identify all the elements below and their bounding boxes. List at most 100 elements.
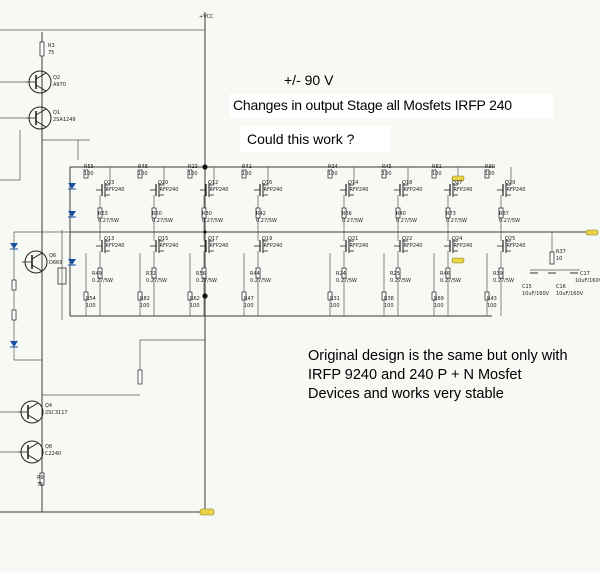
bias-diode-upper — [10, 243, 18, 249]
lower-source-resistor-4 — [255, 267, 261, 279]
upper-mosfet-label-7: Q27 — [452, 180, 462, 186]
lower-gate-res-label-7: R89 — [434, 296, 444, 302]
lower-source-res-label-4: R44 — [250, 271, 260, 277]
r37-resistor — [549, 251, 555, 265]
changes-note: Changes in output Stage all Mosfets IRFP… — [233, 97, 512, 113]
c17-value: 10uF/160V — [575, 278, 600, 284]
lower-source-res-value-7: 0.27/5W — [440, 278, 461, 284]
lower-gate-res-value-3: 100 — [190, 303, 200, 309]
upper-gate-res-label-2: R48 — [138, 164, 148, 170]
upper-gate-res-value-1: 100 — [84, 171, 94, 177]
lower-gate-res-label-4: R47 — [244, 296, 254, 302]
upper-source-res-label-7: R73 — [446, 211, 456, 217]
upper-source-res-value-7: 0.27/5W — [446, 218, 467, 224]
c17-label: C17 — [580, 271, 590, 277]
gate-resistor-lower-7 — [431, 291, 437, 301]
upper-source-res-value-3: 0.27/5W — [202, 218, 223, 224]
upper-source-res-label-2: R50 — [152, 211, 162, 217]
lower-source-res-value-2: 0.27/5W — [146, 278, 167, 284]
upper-mosfet-label-2: Q20 — [158, 180, 168, 186]
original-note-line1: Original design is the same but only wit… — [308, 348, 568, 364]
upper-gate-res-value-8: 100 — [485, 171, 495, 177]
q1-label: Q1 — [53, 110, 60, 116]
upper-source-res-value-4: 0.27/5W — [256, 218, 277, 224]
upper-gate-res-value-3: 100 — [188, 171, 198, 177]
lower-gate-res-value-8: 100 — [487, 303, 497, 309]
gate-resistor-upper-7 — [431, 169, 437, 179]
bias-diode-lower — [10, 341, 18, 347]
lower-gate-res-label-5: R31 — [330, 296, 340, 302]
lower-mosfet-type-3: IRFP240 — [208, 243, 228, 249]
gate-resistor-lower-1 — [83, 291, 89, 301]
upper-source-res-value-1: 0.27/5W — [98, 218, 119, 224]
gate-resistor-lower-6 — [381, 291, 387, 301]
upper-mosfet-type-8: IRFP240 — [505, 187, 525, 193]
r9-value: 75 — [37, 482, 43, 488]
output-diode-2 — [68, 211, 76, 217]
bottom-connector — [199, 508, 215, 516]
gate-resistor-upper-1 — [83, 169, 89, 179]
upper-source-res-label-1: R63 — [98, 211, 108, 217]
upper-mosfet-label-3: Q12 — [208, 180, 218, 186]
gate-resistor-upper-4 — [241, 169, 247, 179]
c15-value: 10uF/160V — [522, 291, 550, 297]
q8-label: Q8 — [45, 444, 52, 450]
upper-source-resistor-7 — [445, 207, 451, 219]
upper-source-res-value-6: 0.27/5W — [396, 218, 417, 224]
upper-source-res-label-4: R42 — [256, 211, 266, 217]
upper-mosfet-label-1: Q23 — [104, 180, 114, 186]
gate-resistor-upper-5 — [327, 169, 333, 179]
gate-resistor-lower-5 — [327, 291, 333, 301]
lower-gate-res-label-1: R54 — [86, 296, 96, 302]
r3-resistor — [39, 41, 45, 57]
lower-source-res-label-2: R72 — [146, 271, 156, 277]
lower-gate-res-label-3: R62 — [190, 296, 200, 302]
lower-mosfet-label-2: Q15 — [158, 236, 168, 242]
lower-source-resistor-5 — [341, 267, 347, 279]
lower-mosfet-type-2: IRFP240 — [158, 243, 178, 249]
r9-resistor — [39, 472, 45, 486]
upper-source-resistor-8 — [498, 207, 504, 219]
lower-connector — [451, 257, 465, 264]
lower-mosfet-type-6: IRFP240 — [402, 243, 422, 249]
output-connector — [585, 229, 599, 236]
lower-source-resistor-7 — [445, 267, 451, 279]
wires — [0, 12, 595, 513]
upper-gate-res-value-7: 100 — [432, 171, 442, 177]
lower-gate-res-label-2: R82 — [140, 296, 150, 302]
lower-gate-res-value-2: 100 — [140, 303, 150, 309]
upper-gate-res-label-1: R55 — [84, 164, 94, 170]
q4-transistor-collector — [27, 402, 39, 410]
lower-source-resistor-1 — [97, 267, 103, 279]
c16-label: C16 — [556, 284, 566, 290]
upper-source-res-label-8: R87 — [499, 211, 509, 217]
lower-gate-res-value-4: 100 — [244, 303, 254, 309]
q8-transistor-collector — [27, 442, 39, 450]
output-diode-3 — [68, 259, 76, 265]
original-note-line3: Devices and works very stable — [308, 386, 504, 402]
upper-mosfet-type-6: IRFP240 — [402, 187, 422, 193]
upper-mosfet-type-4: IRFP240 — [262, 187, 282, 193]
r37-value: 10 — [556, 256, 562, 262]
lower-gate-res-value-1: 100 — [86, 303, 96, 309]
q6-transistor-emitter — [31, 264, 43, 272]
lower-mosfet-type-4: IRFP240 — [262, 243, 282, 249]
upper-source-resistor-6 — [395, 207, 401, 219]
lower-source-res-label-7: R46 — [440, 271, 450, 277]
q6-label: Q6 — [49, 253, 56, 259]
lower-gate-res-label-6: R38 — [384, 296, 394, 302]
lower-mosfet-type-7: IRFP240 — [452, 243, 472, 249]
gate-resistor-upper-8 — [484, 169, 490, 179]
bias-capacitor — [57, 267, 67, 285]
upper-source-resistor-5 — [341, 207, 347, 219]
lower-mosfet-label-6: Q22 — [402, 236, 412, 242]
upper-source-res-label-6: R40 — [396, 211, 406, 217]
q1-transistor-collector — [35, 108, 47, 116]
junction-lower — [202, 293, 208, 299]
junction-output — [203, 230, 207, 234]
upper-source-resistor-1 — [97, 207, 103, 219]
junction-upper — [202, 164, 208, 170]
upper-mosfet-label-4: Q16 — [262, 180, 272, 186]
question-note: Could this work ? — [247, 131, 355, 147]
lower-mosfet-type-5: IRFP240 — [348, 243, 368, 249]
